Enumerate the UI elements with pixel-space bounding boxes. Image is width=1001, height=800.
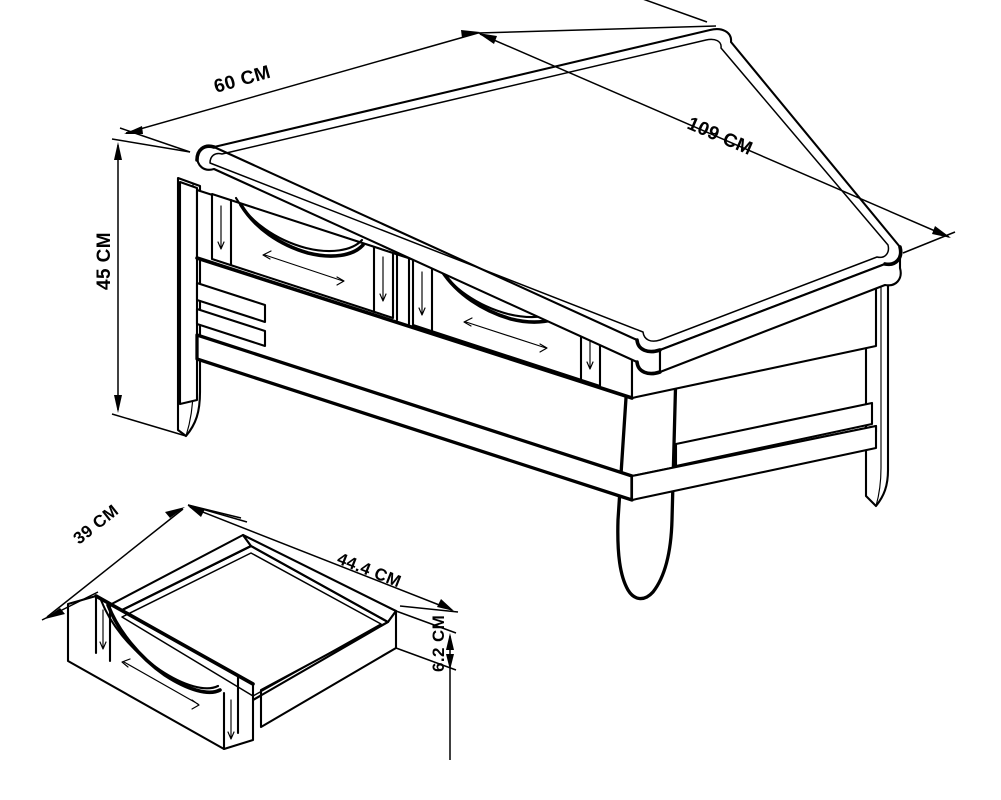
dim-60-ext-right — [643, 0, 708, 23]
shelf-right-rail — [630, 424, 878, 502]
dim-60-line — [125, 32, 479, 134]
drawer-front-grain-right — [227, 699, 235, 740]
drawer-divider — [395, 252, 411, 326]
dimension-drawer-height: 6.2 CM — [395, 610, 457, 760]
dim-39-arrow-left — [45, 608, 65, 619]
table-top-chamfer-line — [209, 38, 890, 342]
table-top — [195, 28, 903, 376]
table-top-right-corner — [883, 245, 903, 267]
dim-62-ext-top — [395, 610, 457, 634]
dim-444-ext-left — [187, 504, 248, 523]
dim-444-ext-right — [399, 605, 459, 613]
drawer-front-1-grain-right — [379, 256, 387, 302]
dim-109-arrow-right — [932, 226, 951, 238]
dim-62-arrow-bottom — [446, 654, 454, 670]
dim-60-arrow-left — [124, 126, 143, 134]
dim-109-arrow-left — [478, 33, 497, 44]
drawer-front-1-grain-left — [217, 205, 225, 250]
drawer-front-2-grain-left — [418, 271, 426, 316]
dim-39-label: 39 CM — [70, 501, 123, 548]
drawer-front-top-edge — [94, 594, 255, 686]
dim-62-label: 6.2 CM — [429, 615, 448, 672]
drawer-view: 39 CM 44.4 CM 6.2 CM — [41, 501, 459, 760]
drawer-wall-right-top — [251, 620, 390, 702]
table-lower-shelf — [195, 281, 878, 502]
drawer-front-face-arrow — [121, 658, 200, 710]
table-top-front-corner — [635, 338, 662, 354]
drawer-wall-right-outer — [259, 609, 398, 729]
dim-39-line — [46, 508, 184, 618]
drawer-wall-back-left-inner — [112, 544, 253, 616]
dim-109-ext-right — [902, 231, 956, 254]
drawer-wall-back-right-inner — [249, 544, 390, 624]
apron-bottom-edge — [195, 256, 634, 400]
shelf-left-rail-lower — [195, 307, 267, 348]
shelf-left-rail-upper — [195, 281, 267, 324]
leg-right-rear-edge — [875, 263, 882, 507]
dim-62-ext-bottom — [395, 647, 457, 671]
dim-109-line — [479, 33, 950, 238]
dim-45-label: 45 CM — [94, 232, 115, 290]
drawer-front-grain-left — [99, 609, 107, 650]
dim-444-line — [189, 506, 453, 611]
dimension-table-height: 45 CM — [94, 138, 191, 437]
coffee-table-view: 60 CM 109 CM 45 CM — [94, 0, 956, 601]
dim-109-ext-left — [477, 25, 717, 34]
dim-444-arrow-right — [437, 599, 454, 611]
dim-62-arrow-top — [446, 633, 454, 650]
dim-45-ext-top — [111, 138, 191, 153]
table-legs — [176, 176, 890, 601]
dim-45-arrow-bottom — [114, 395, 122, 413]
dim-45-ext-bottom — [111, 413, 187, 437]
dim-39-arrow-right — [165, 507, 185, 518]
table-top-left-corner — [195, 144, 216, 162]
shelf-right-lower-rail — [674, 401, 874, 468]
table-top-front-corner-lower — [635, 360, 662, 376]
dim-60-arrow-right — [461, 30, 480, 38]
drawer-front-1-face-arrow — [262, 250, 345, 286]
drawer-base-relief — [121, 552, 382, 697]
dim-60-label: 60 CM — [212, 62, 273, 98]
drawer-handle-scoop-shadow — [106, 603, 222, 695]
dim-444-arrow-left — [188, 506, 205, 517]
drawer-handle-scoop-1-shadow — [239, 203, 365, 258]
leg-front-left — [178, 180, 199, 406]
drawer-front-2-face-arrow — [463, 317, 548, 353]
dim-45-arrow-top — [114, 142, 122, 160]
